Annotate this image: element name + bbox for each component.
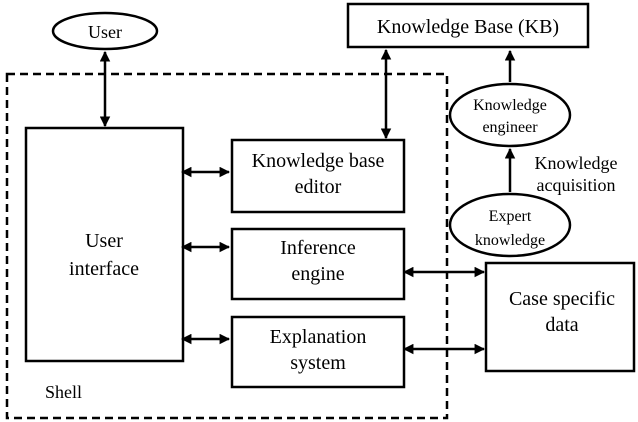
expert-knowledge-line2: knowledge: [475, 232, 545, 249]
shell-boundary: [5, 72, 449, 420]
knowledge-engineer-node: [448, 82, 572, 148]
explanation-system-line1: Explanation: [270, 326, 367, 348]
explanation-system-line2: system: [290, 352, 346, 374]
knowledge-base-label: Knowledge Base (KB): [377, 16, 559, 38]
knowledge-acquisition-line2: acquisition: [537, 175, 616, 195]
knowledge-engineer-line1: Knowledge: [473, 97, 547, 114]
inference-engine-box: [230, 227, 406, 301]
user-interface-box: [24, 126, 185, 363]
case-specific-data-line2: data: [545, 314, 578, 336]
knowledge-acquisition-line1: Knowledge: [535, 153, 618, 173]
user-interface-line2: interface: [69, 258, 139, 280]
knowledge-engineer-line2: engineer: [482, 119, 538, 136]
case-specific-data-line1: Case specific: [509, 288, 615, 310]
user-node: [51, 11, 159, 51]
expert-knowledge-line1: Expert: [489, 208, 532, 225]
expert-knowledge-node: [448, 192, 572, 258]
explanation-system-box: [230, 315, 406, 389]
knowledge-base-editor-line2: editor: [295, 176, 342, 198]
inference-engine-line1: Inference: [280, 237, 356, 259]
knowledge-base-editor-box: [230, 138, 406, 214]
inference-engine-line2: engine: [291, 263, 344, 285]
knowledge-base-editor-line1: Knowledge base: [252, 150, 385, 172]
user-label: User: [88, 22, 122, 42]
case-specific-data-box: [484, 261, 636, 373]
knowledge-base-box: [346, 2, 590, 49]
shell-label: Shell: [45, 382, 82, 402]
user-interface-line1: User: [85, 230, 123, 252]
